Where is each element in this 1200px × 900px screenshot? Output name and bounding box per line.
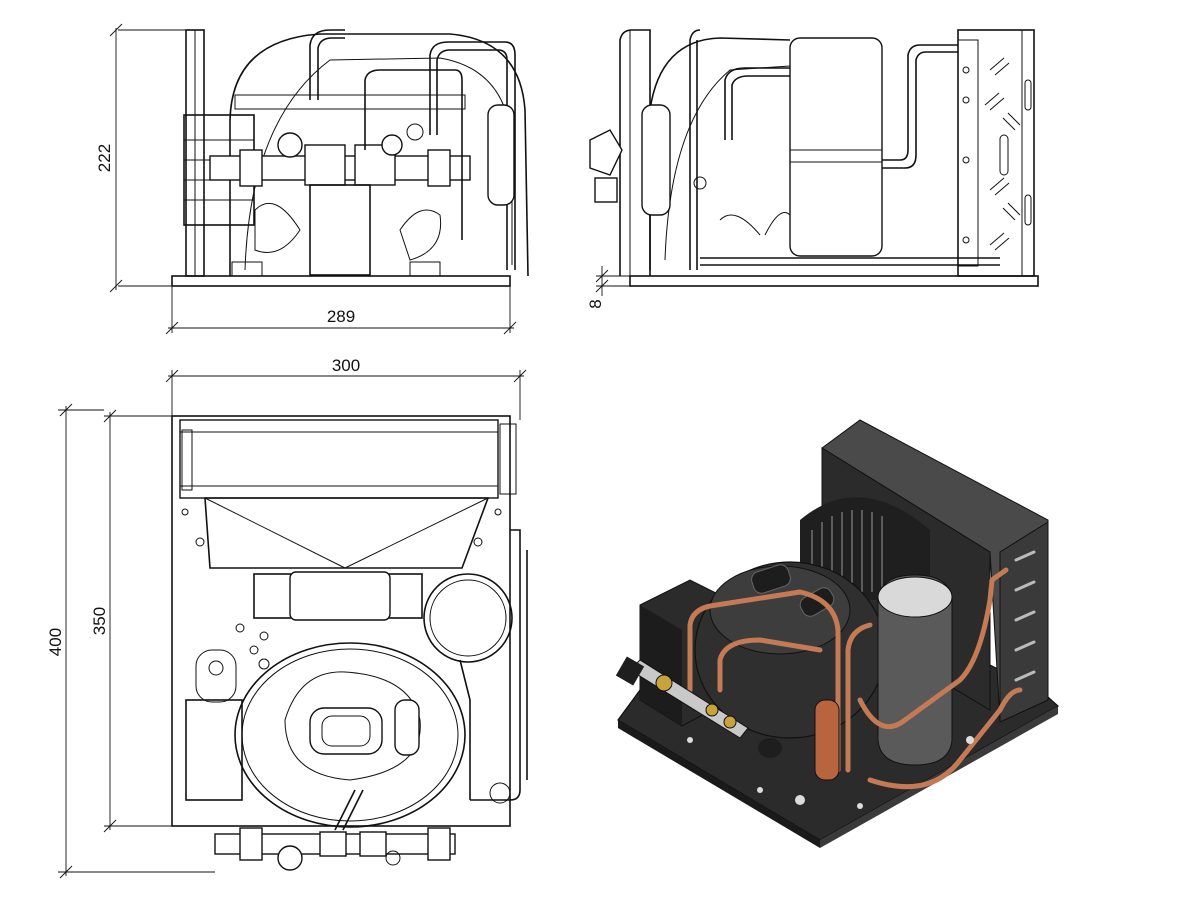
top-view — [171, 415, 528, 871]
front-view — [171, 29, 529, 287]
dim-front-height: 222 — [95, 23, 200, 293]
dim-label-289: 289 — [327, 307, 355, 326]
side-view — [589, 29, 1039, 287]
dim-side-base: 8 — [586, 266, 630, 309]
dim-front-width: 289 — [165, 286, 517, 335]
dim-label-222: 222 — [95, 144, 114, 172]
isometric-view — [615, 419, 1060, 848]
dim-top-depth-overall: 400 — [46, 403, 215, 879]
dim-label-350: 350 — [90, 607, 109, 635]
dim-top-width: 300 — [165, 356, 527, 420]
dim-label-8: 8 — [586, 299, 605, 308]
dim-label-400: 400 — [46, 628, 65, 656]
dim-top-depth-base: 350 — [90, 409, 172, 833]
dim-label-300: 300 — [332, 356, 360, 375]
